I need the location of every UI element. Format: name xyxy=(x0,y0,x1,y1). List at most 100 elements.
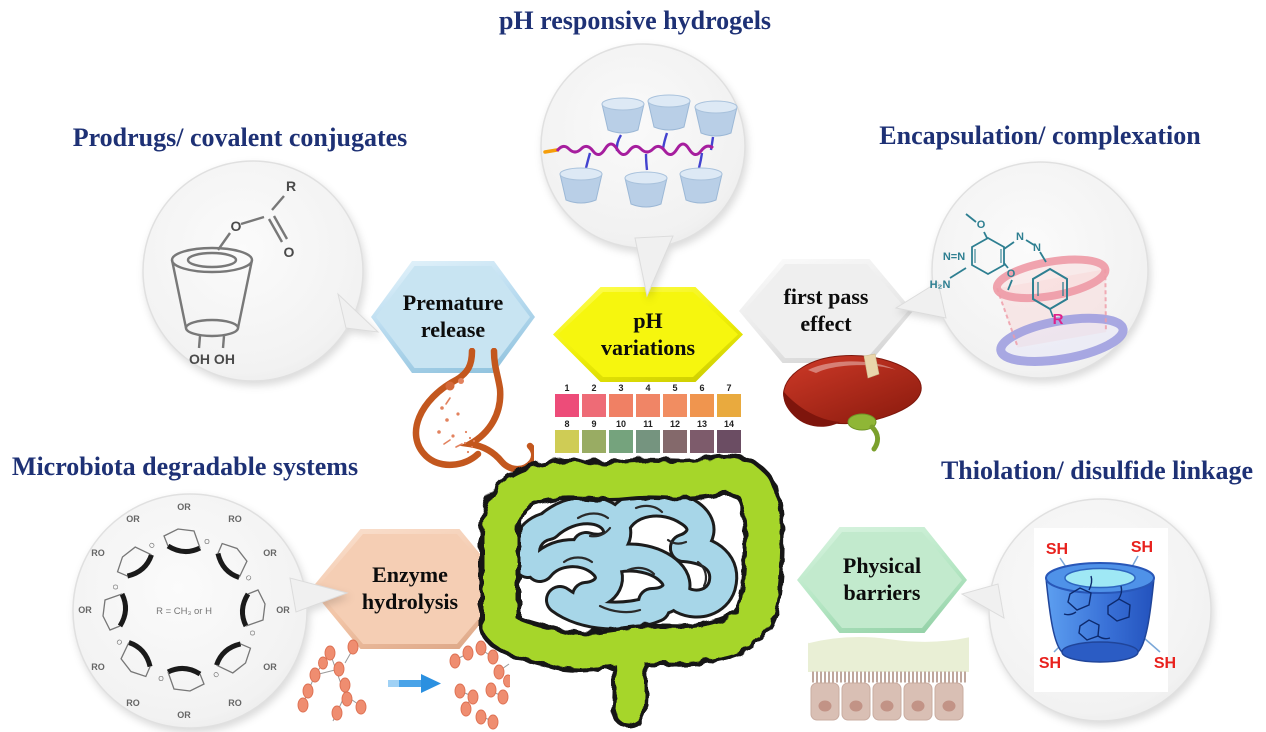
ph-cell-4: 4 xyxy=(636,383,660,417)
sh-label: SH xyxy=(1046,541,1068,558)
thiolated-cyclodextrin: SH SH SH SH xyxy=(1039,539,1176,672)
azo-n1-label: N xyxy=(1016,231,1024,243)
azo-n2-label: N xyxy=(1033,242,1041,254)
ph-number: 1 xyxy=(564,383,570,393)
polymer-chain xyxy=(555,142,714,156)
mucus-layer xyxy=(808,635,969,672)
hexagon-text: release xyxy=(420,317,486,342)
stomach-icon xyxy=(412,348,534,473)
reaction-arrow xyxy=(388,674,441,693)
ring-label: RO xyxy=(228,514,242,524)
ester-o-label: O xyxy=(231,218,242,234)
ph-number: 13 xyxy=(696,419,707,429)
hexagon-physical-barriers: Physical barriers xyxy=(797,527,967,633)
ph-color-swatch xyxy=(663,394,687,417)
epithelial-barrier-illustration xyxy=(807,634,970,721)
r-definition-note: R = CH₃ or H xyxy=(156,606,212,617)
liver-icon xyxy=(783,353,922,452)
sh-label: SH xyxy=(1131,539,1153,556)
polymer-beads xyxy=(297,639,367,721)
methoxy-o-label: O xyxy=(977,219,986,231)
released-particles xyxy=(437,378,476,454)
ring-label: RO xyxy=(228,698,242,708)
cyclodextrin-macrocycle: OR RO OR OR OR RO OR RO RO OR RO OR R = … xyxy=(78,502,290,720)
thiolation-bubble: SH SH SH SH xyxy=(960,498,1212,722)
bubble-tail xyxy=(960,583,1005,619)
gallbladder xyxy=(847,413,877,431)
ph-color-swatch xyxy=(609,430,633,453)
label-prodrugs: Prodrugs/ covalent conjugates xyxy=(72,123,408,152)
chain-end xyxy=(543,148,559,154)
bubble-tail xyxy=(894,281,947,319)
ph-cell-6: 6 xyxy=(690,383,714,417)
hexagon-text: variations xyxy=(600,334,696,360)
ring-label: RO xyxy=(91,662,105,672)
ph-number: 14 xyxy=(723,419,734,429)
epithelial-cells xyxy=(810,682,964,721)
ph-color-swatch xyxy=(555,430,579,453)
amine-label: H₂N xyxy=(930,279,951,291)
ring-label: RO xyxy=(126,698,140,708)
hexagon-enzyme-hydrolysis: Enzyme hydrolysis xyxy=(311,529,509,649)
ph-number: 9 xyxy=(591,419,597,429)
ph-cell-12: 12 xyxy=(663,419,687,453)
ph-color-swatch xyxy=(582,394,606,417)
ph-number: 12 xyxy=(669,419,680,429)
ph-cell-2: 2 xyxy=(582,383,606,417)
hexagon-text: pH xyxy=(633,307,663,333)
ph-color-swatch xyxy=(717,430,741,453)
hydroxyl-label: OH OH xyxy=(189,351,235,367)
hexagon-text: first pass xyxy=(783,284,869,310)
ring-label: OR xyxy=(263,548,277,558)
liver-ligament xyxy=(863,353,880,379)
bubble-tail xyxy=(634,235,674,298)
ph-number: 4 xyxy=(645,383,651,393)
guest-molecule xyxy=(1032,267,1068,318)
ring-label: OR xyxy=(276,605,290,615)
sh-label: SH xyxy=(1154,655,1176,672)
ph-number: 5 xyxy=(672,383,678,393)
ph-cell-10: 10 xyxy=(609,419,633,453)
prodrug-structure xyxy=(170,195,289,349)
hexagon-text: effect xyxy=(800,311,852,336)
hexagon-text: Enzyme xyxy=(372,562,448,588)
hydrogel-bubble xyxy=(540,43,746,298)
bubble-tail xyxy=(289,577,349,613)
hydrolyzed-beads xyxy=(449,640,510,730)
ph-cell-3: 3 xyxy=(609,383,633,417)
sh-label: SH xyxy=(1039,655,1061,672)
label-ph-responsive-hydrogels: pH responsive hydrogels xyxy=(498,6,772,35)
label-microbiota: Microbiota degradable systems xyxy=(11,452,359,481)
ph-cell-14: 14 xyxy=(717,419,741,453)
intestine-illustration xyxy=(479,453,785,728)
guest-r-label: R xyxy=(1053,311,1064,328)
ring-label: OR xyxy=(263,662,277,672)
ring-label: OR xyxy=(177,710,191,720)
hexagon-first-pass-effect: first pass effect xyxy=(739,259,913,363)
ph-number: 3 xyxy=(618,383,624,393)
ph-cell-9: 9 xyxy=(582,419,606,453)
small-intestine xyxy=(511,487,739,631)
ph-number: 10 xyxy=(615,419,626,429)
label-thiolation: Thiolation/ disulfide linkage xyxy=(940,456,1254,485)
ring-label: OR xyxy=(177,502,191,512)
ph-number: 11 xyxy=(643,419,653,429)
ph-color-swatch xyxy=(690,430,714,453)
azo-structure xyxy=(949,213,1047,291)
encapsulation-bubble: O N=N H₂N N N O R xyxy=(894,161,1149,379)
bubble-tail xyxy=(337,292,380,333)
ph-color-swatch xyxy=(663,430,687,453)
prodrug-bubble: O O R OH OH xyxy=(142,160,380,382)
ph-color-swatch xyxy=(690,394,714,417)
microbiota-bubble: O OR RO OR OR OR RO OR RO RO O xyxy=(72,493,349,729)
hexagon-text: hydrolysis xyxy=(361,589,459,614)
ph-color-swatch xyxy=(636,394,660,417)
ph-cell-1: 1 xyxy=(555,383,579,417)
ph-color-swatch xyxy=(717,394,741,417)
hexagon-text: barriers xyxy=(843,580,921,605)
colon xyxy=(479,453,785,728)
